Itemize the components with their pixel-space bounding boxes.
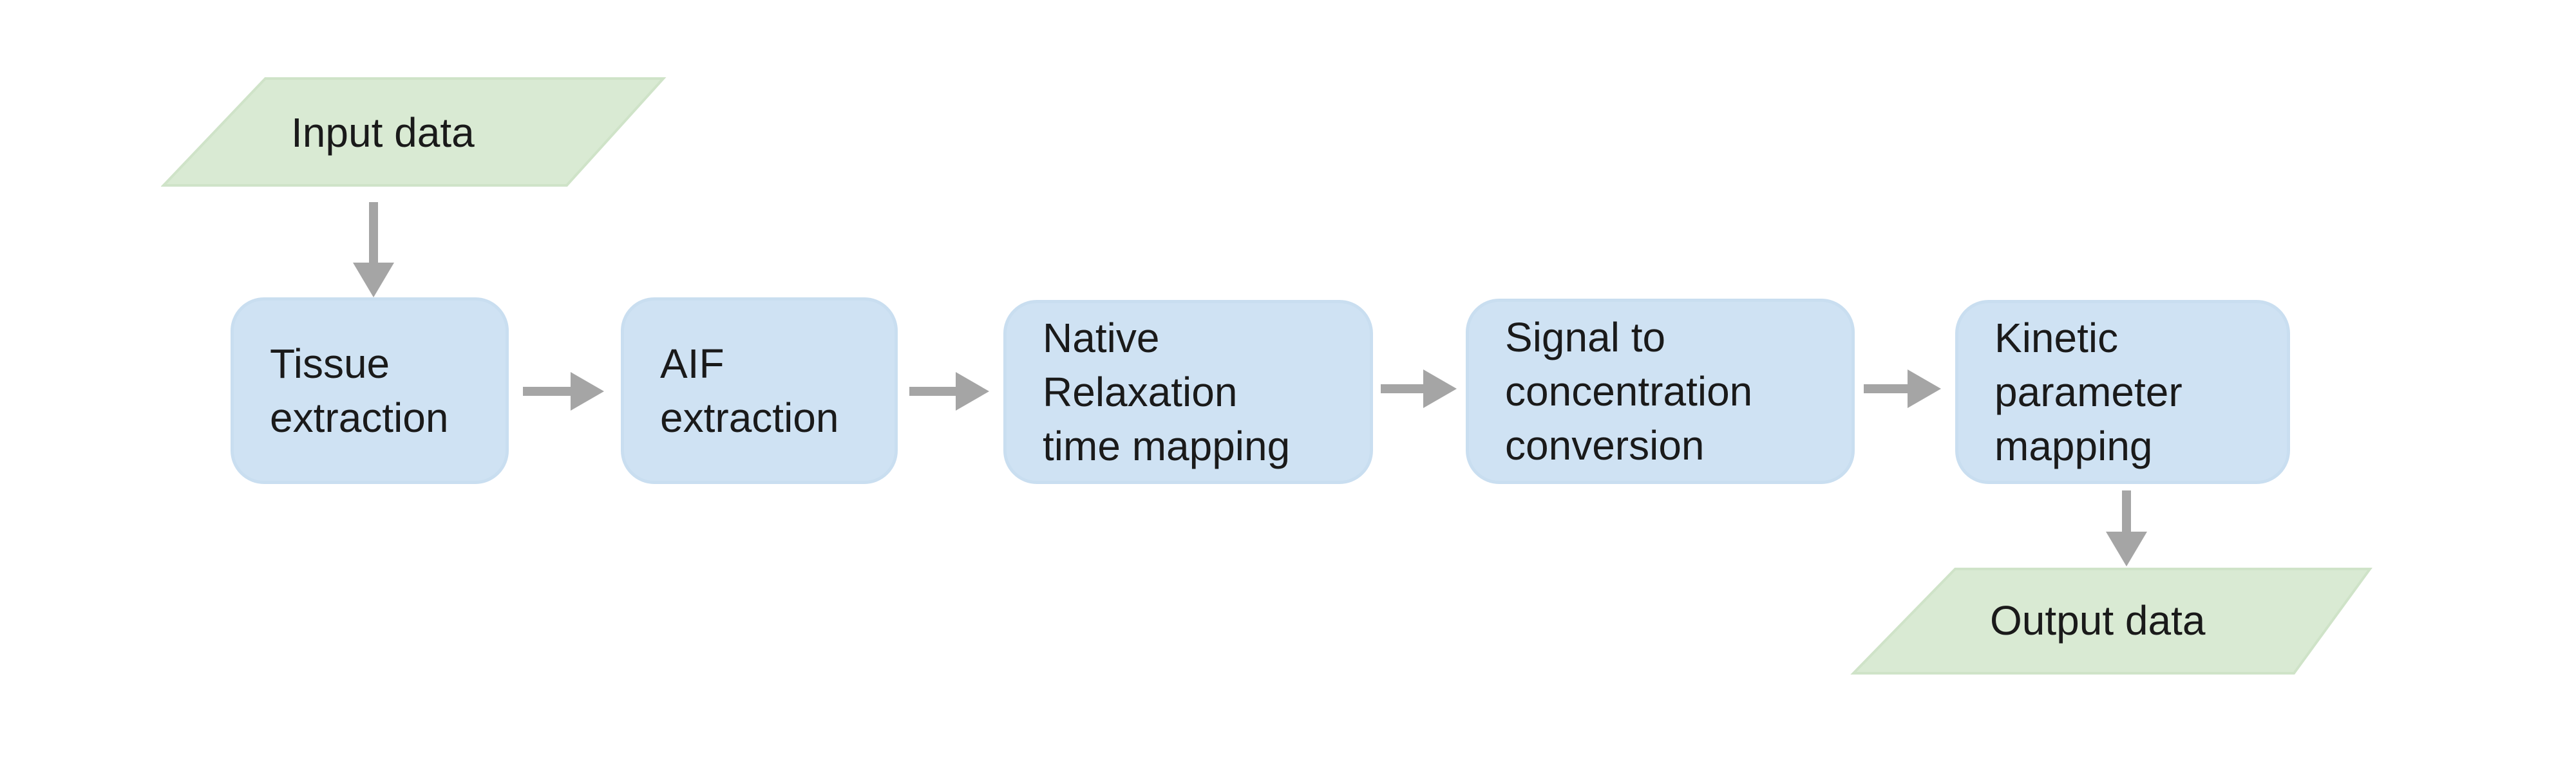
output-data-label: Output data <box>1990 597 2206 644</box>
arrow-input-to-tissue <box>353 202 394 297</box>
node-line: extraction <box>660 395 839 441</box>
node-line: extraction <box>270 395 449 441</box>
arrow-kinetic-to-output <box>2106 490 2147 566</box>
arrow-tissue-to-aif <box>523 372 604 411</box>
node-line: parameter <box>1994 369 2183 415</box>
node-line: Kinetic <box>1994 315 2119 361</box>
arrow-signal-to-kinetic <box>1864 369 1941 408</box>
node-line: AIF <box>660 340 724 387</box>
output-data-shape <box>1850 568 2372 675</box>
kinetic-parameter-mapping-node: Kinetic parameter mapping <box>1955 300 2290 484</box>
node-line: concentration <box>1505 368 1753 415</box>
native-relaxation-time-mapping-node: Native Relaxation time mapping <box>1003 300 1373 484</box>
node-line: Native <box>1043 315 1160 361</box>
arrow-aif-to-native <box>909 372 989 411</box>
aif-extraction-node: AIF extraction <box>621 297 898 484</box>
arrow-native-to-signal <box>1381 369 1457 408</box>
node-line: Signal to <box>1505 314 1666 360</box>
node-line: mapping <box>1994 423 2153 469</box>
node-line: Tissue <box>270 340 390 387</box>
node-line: time mapping <box>1043 423 1291 469</box>
node-line: Relaxation <box>1043 369 1238 415</box>
input-data-label: Input data <box>291 109 475 156</box>
input-data-shape <box>161 77 667 187</box>
tissue-extraction-node: Tissue extraction <box>231 297 509 484</box>
signal-to-concentration-conversion-node: Signal to concentration conversion <box>1466 299 1855 484</box>
node-line: conversion <box>1505 422 1705 469</box>
